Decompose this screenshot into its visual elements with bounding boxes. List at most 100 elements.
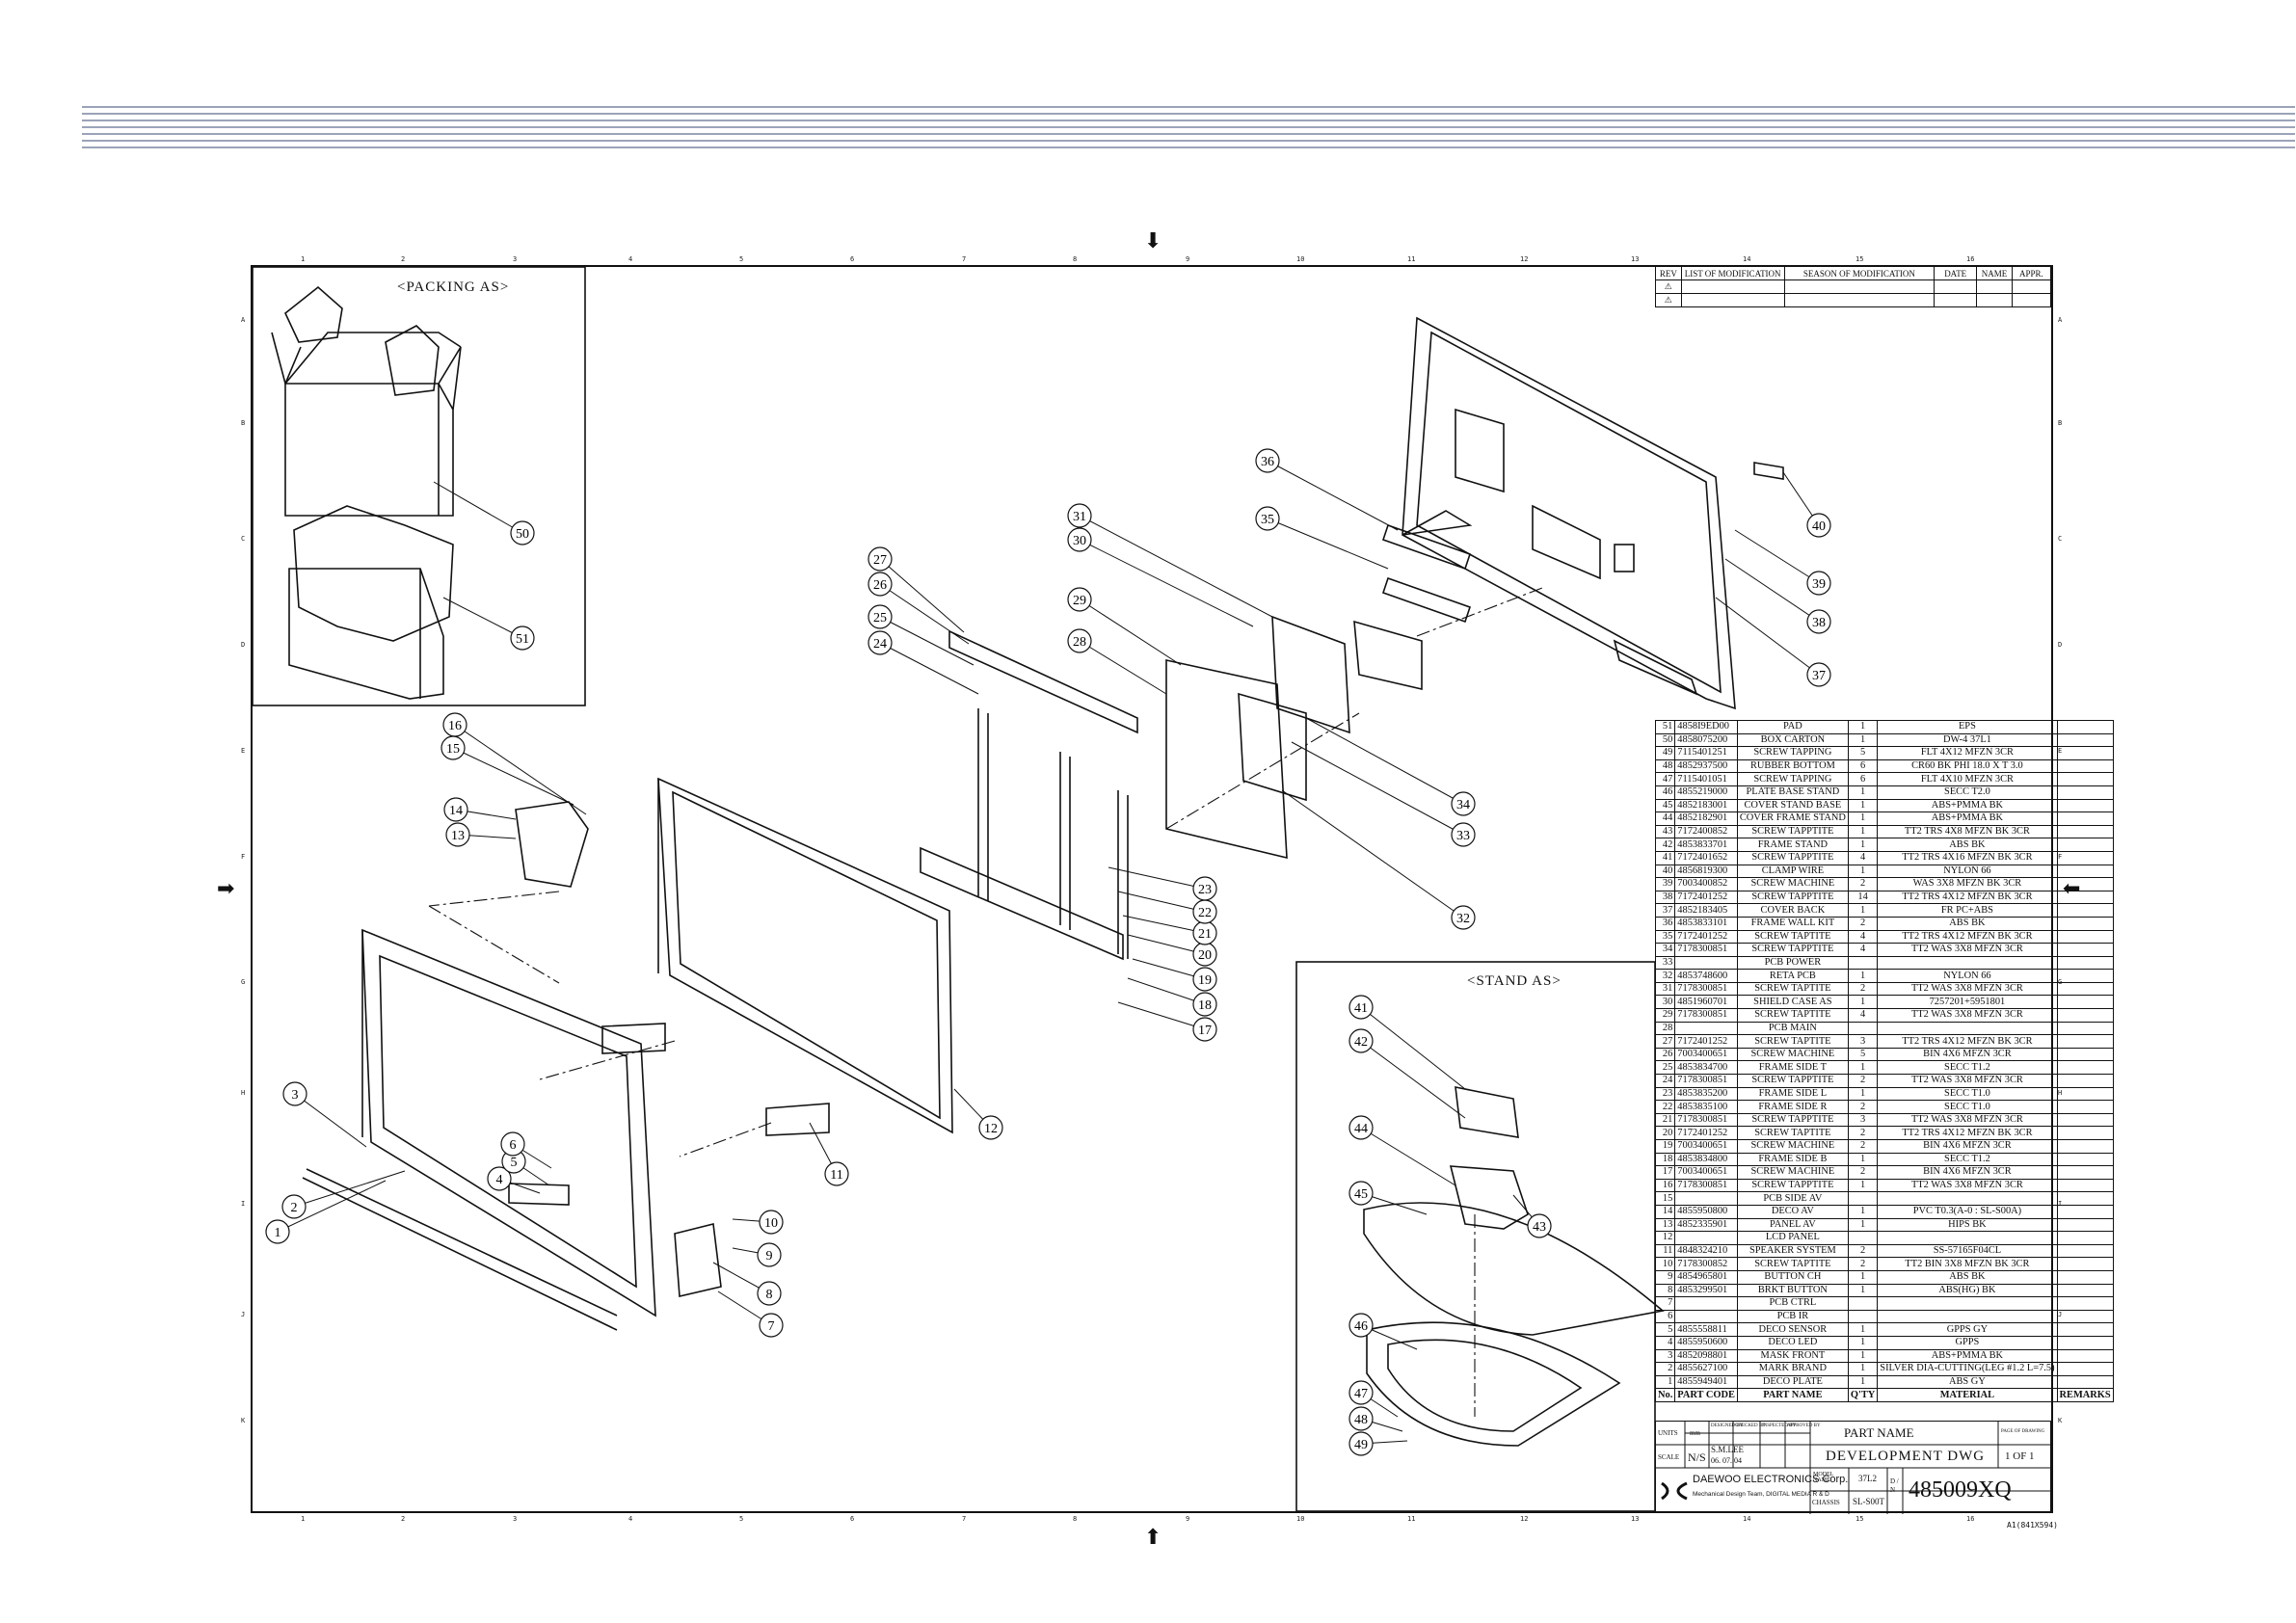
bom-cell-name: FRAME WALL KIT [1736,916,1849,931]
bom-cell-qty: 3 [1847,1034,1879,1049]
ruler-row-l-J: J [241,1311,246,1318]
ruler-col-bot-4: 4 [628,1515,633,1523]
bom-cell-name: BUTTON CH [1736,1269,1849,1285]
bom-cell-mat: SECC T2.0 [1877,785,2058,800]
bom-cell-no: 49 [1654,746,1676,760]
dn-label: D / N [1890,1477,1899,1494]
designed-label: DESIGNED BY [1711,1423,1744,1428]
callout-6: 6 [500,1131,552,1169]
bom-cell-rem [2056,1374,2114,1390]
bom-cell-name: FRAME SIDE L [1736,1086,1849,1102]
callout-leader-20 [1127,934,1206,955]
rev-cell-1-4 [1976,293,2013,307]
bom-cell-name: RETA PCB [1736,969,1849,983]
bom-cell-mat: SS-57165F04CL [1877,1243,2058,1259]
bom-cell-qty: 4 [1847,943,1879,957]
bom-cell-name: BRKT BUTTON [1736,1283,1849,1298]
bom-cell-mat: FLT 4X10 MFZN 3CR [1877,772,2058,786]
bom-cell-rem [2056,1139,2114,1154]
bom-cell-mat: SECC T1.0 [1877,1100,2058,1114]
callout-circle-25 [868,604,893,629]
callout-leader-44 [1360,1127,1456,1186]
bom-cell-name: SCREW TAPPTITE [1736,943,1849,957]
bom-cell-code: 4858I9ED00 [1674,720,1738,734]
bom-cell-rem [2056,732,2114,748]
bom-cell-mat: NYLON 66 [1877,969,2058,983]
rev-cell-0-0: ⚠ [1655,279,1682,294]
bom-cell-code: 4852182901 [1674,812,1738,826]
callout-leader-24 [879,642,979,695]
bom-cell-name: FRAME SIDE R [1736,1100,1849,1114]
rev-header-4: NAME [1976,266,2013,280]
bom-cell-name: DECO PLATE [1736,1374,1849,1390]
model-value: 37L2 [1858,1474,1877,1483]
bom-cell-mat: CR60 BK PHI 18.0 X T 3.0 [1877,758,2058,774]
callout-1: 1 [265,1180,387,1244]
bom-cell-qty [1847,1021,1879,1036]
callout-41: 41 [1348,995,1466,1090]
ruler-col-top-3: 3 [513,255,518,263]
bom-cell-code [1674,1191,1738,1206]
ruler-col-bot-13: 13 [1631,1515,1640,1523]
bom-cell-name: PCB SIDE AV [1736,1191,1849,1206]
bom-cell-code: 4855950600 [1674,1335,1738,1350]
bom-cell-qty: 5 [1847,746,1879,760]
bom-cell-qty: 1 [1847,969,1879,983]
callout-label-33: 33 [1456,829,1470,843]
callout-circle-32 [1451,905,1476,930]
callout-47: 47 [1348,1380,1399,1418]
callout-label-45: 45 [1354,1187,1368,1202]
callout-circle-17 [1192,1017,1217,1042]
bom-cell-rem [2056,772,2114,786]
bom-cell-code: 4853299501 [1674,1283,1738,1298]
bom-cell-qty: 1 [1847,732,1879,748]
bom-cell-name: PAD [1736,720,1849,734]
bom-cell-rem [2056,798,2114,813]
ruler-col-top-14: 14 [1743,255,1751,263]
bom-cell-name: SCREW TAPTITE [1736,1257,1849,1271]
callout-circle-30 [1067,527,1092,552]
callout-label-1: 1 [275,1226,281,1240]
callout-circle-51 [510,625,535,651]
callout-label-37: 37 [1812,669,1826,683]
bom-cell-code [1674,1296,1738,1311]
callout-17: 17 [1117,1001,1217,1042]
bom-cell-qty: 3 [1847,1112,1879,1128]
bom-cell-mat [1877,1231,2058,1245]
callout-label-12: 12 [984,1122,998,1136]
bom-cell-rem [2056,1126,2114,1140]
av-panel [515,801,589,888]
bom-cell-qty: 6 [1847,772,1879,786]
callout-label-49: 49 [1354,1438,1368,1452]
callout-34: 34 [1305,717,1476,816]
callout-48: 48 [1348,1406,1403,1432]
ruler-row-l-G: G [241,978,246,986]
bom-cell-no: 47 [1654,772,1676,786]
front-mask [302,928,656,1331]
bom-cell-name: LCD PANEL [1736,1231,1849,1245]
bom-cell-mat: SECC T1.2 [1877,1060,2058,1076]
ruler-row-r-K: K [2058,1417,2063,1424]
callout-circle-35 [1255,506,1280,531]
callout-leader-28 [1079,640,1167,695]
callout-label-51: 51 [516,632,529,647]
callout-leader-51 [442,597,523,639]
callout-32: 32 [1281,789,1476,930]
callout-leader-23 [1108,866,1206,890]
speaker-right [765,1103,830,1136]
button-bracket [674,1223,722,1297]
callout-circle-9 [757,1242,782,1267]
bom-cell-rem [2056,1191,2114,1206]
bom-cell-rem [2056,929,2114,945]
bom-cell-mat [1877,1296,2058,1311]
center-arrow-top: ⬇ [1144,229,1162,253]
